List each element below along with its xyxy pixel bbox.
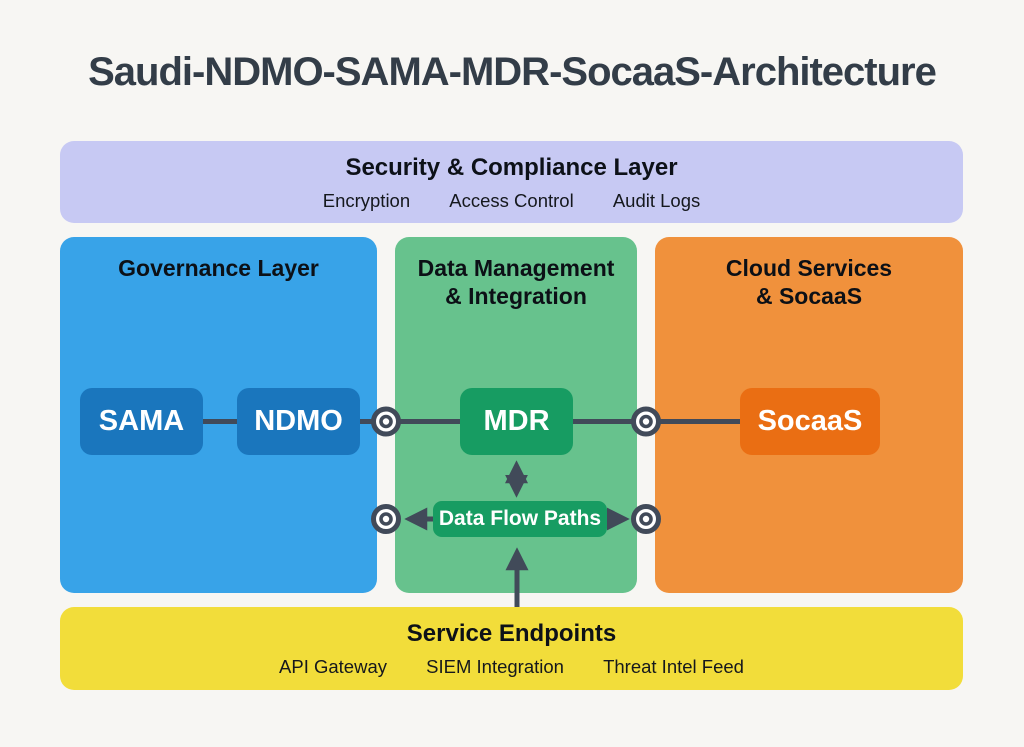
endpoint-item-api-gateway: API Gateway [279, 656, 387, 677]
security-compliance-layer: Security & Compliance Layer Encryption A… [60, 141, 963, 223]
service-endpoints-title: Service Endpoints [406, 620, 617, 647]
security-item-access-control: Access Control [449, 190, 574, 211]
security-layer-items: Encryption Access Control Audit Logs [60, 190, 963, 212]
security-item-audit-logs: Audit Logs [612, 190, 701, 211]
sama-box: SAMA [80, 388, 203, 455]
data-management-column-title: Data Management & Integration [395, 254, 637, 310]
ndmo-box: NDMO [237, 388, 360, 455]
endpoint-item-threat-intel-feed: Threat Intel Feed [603, 656, 744, 677]
service-endpoints-layer: Service Endpoints API Gateway SIEM Integ… [60, 607, 963, 690]
data-management-title-line2: & Integration [445, 283, 587, 310]
security-layer-title: Security & Compliance Layer [345, 154, 678, 181]
data-management-title-line1: Data Management [417, 255, 615, 281]
endpoint-item-siem-integration: SIEM Integration [426, 656, 564, 677]
cloud-column-title: Cloud Services & SocaaS [655, 254, 963, 310]
cloud-title-line2: & SocaaS [755, 283, 863, 310]
data-flow-paths-box: Data Flow Paths [433, 501, 607, 537]
mdr-box: MDR [460, 388, 573, 455]
cloud-title-line1: Cloud Services [725, 255, 893, 281]
socaas-box: SocaaS [740, 388, 880, 455]
page-title: Saudi-NDMO-SAMA-MDR-SocaaS-Architecture [88, 50, 937, 94]
service-endpoints-items: API Gateway SIEM Integration Threat Inte… [60, 656, 963, 678]
security-item-encryption: Encryption [322, 190, 411, 211]
governance-column-title: Governance Layer [118, 255, 319, 281]
